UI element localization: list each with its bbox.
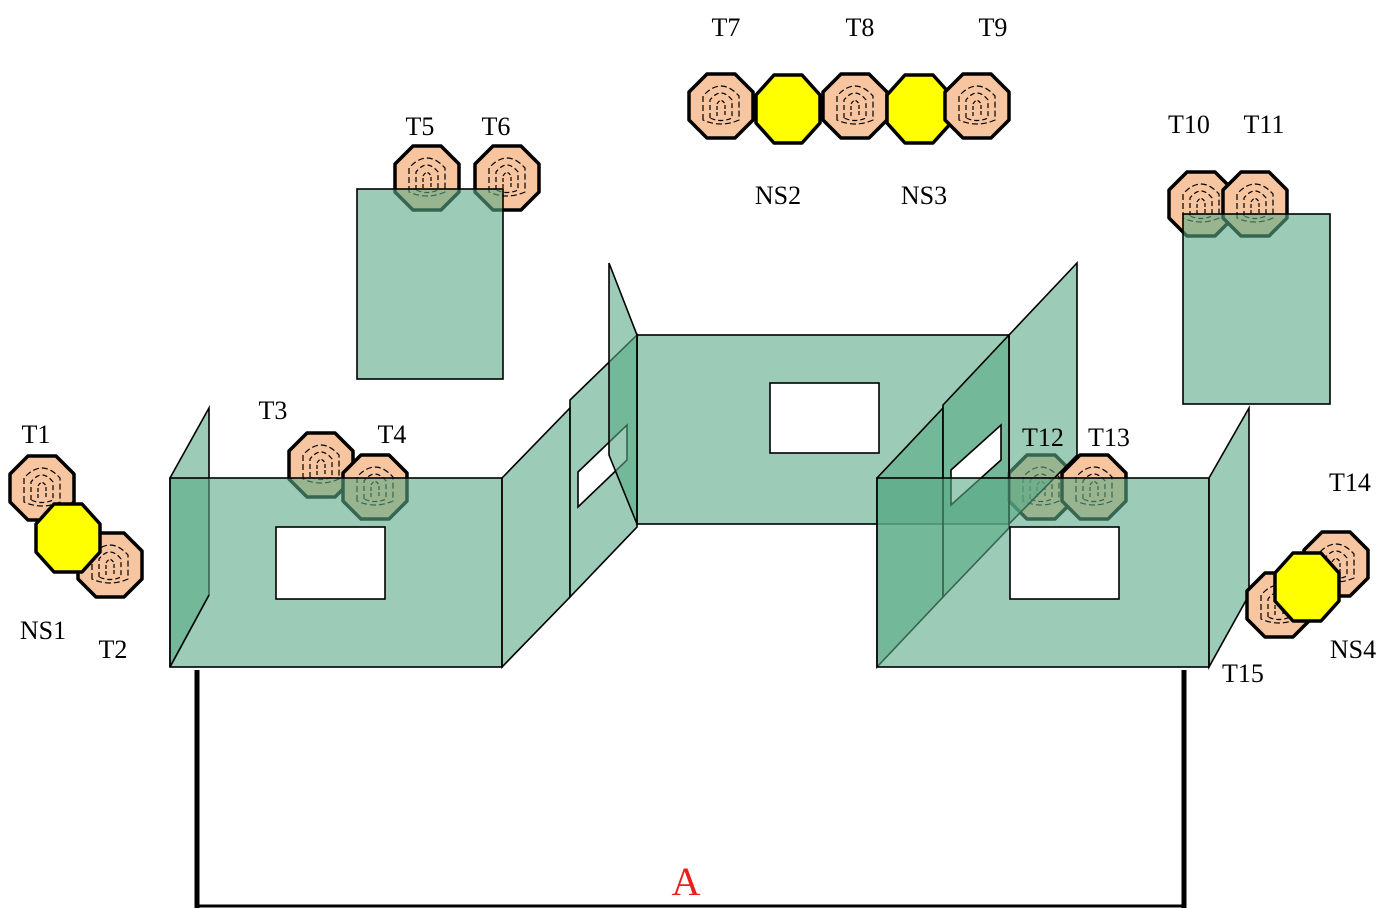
label-t9: T9 bbox=[979, 13, 1008, 42]
sensor-ns2-icon bbox=[754, 73, 822, 145]
sensor-ns1-icon bbox=[34, 502, 102, 574]
label-t10: T10 bbox=[1168, 110, 1210, 139]
label-ns4: NS4 bbox=[1330, 635, 1376, 664]
label-t8: T8 bbox=[846, 13, 875, 42]
sensor-ns4-icon bbox=[1273, 551, 1341, 623]
label-t15: T15 bbox=[1222, 659, 1264, 688]
label-t12: T12 bbox=[1022, 423, 1064, 452]
label-ns2: NS2 bbox=[755, 181, 801, 210]
left-box-edge bbox=[169, 594, 210, 668]
transducer-t9-icon bbox=[943, 72, 1011, 140]
label-t3: T3 bbox=[259, 396, 288, 425]
sensor-ns3-icon bbox=[885, 73, 953, 145]
right-box-side-wall bbox=[1208, 404, 1250, 671]
label-t1: T1 bbox=[22, 420, 51, 449]
label-ns1: NS1 bbox=[20, 616, 66, 645]
floating-panel-left bbox=[356, 188, 504, 380]
label-t13: T13 bbox=[1088, 423, 1130, 452]
central-left-fin bbox=[608, 262, 638, 525]
transducer-t7-icon bbox=[687, 72, 755, 140]
floating-panel-right bbox=[1182, 213, 1331, 405]
left-box-window bbox=[275, 526, 386, 600]
label-t6: T6 bbox=[482, 112, 511, 141]
label-t2: T2 bbox=[99, 635, 128, 664]
dimension-label-a: A bbox=[672, 859, 701, 904]
dimension-bracket bbox=[194, 670, 1187, 908]
label-ns3: NS3 bbox=[901, 181, 947, 210]
label-t4: T4 bbox=[378, 420, 407, 449]
label-t11: T11 bbox=[1244, 110, 1285, 139]
label-t14: T14 bbox=[1329, 468, 1371, 497]
right-box-window bbox=[1009, 526, 1120, 600]
transducer-t8-icon bbox=[821, 72, 889, 140]
left-connector-wall bbox=[501, 406, 571, 669]
label-t5: T5 bbox=[406, 112, 435, 141]
wall-structure bbox=[169, 260, 1250, 671]
label-t7: T7 bbox=[712, 13, 741, 42]
central-window bbox=[769, 382, 880, 454]
